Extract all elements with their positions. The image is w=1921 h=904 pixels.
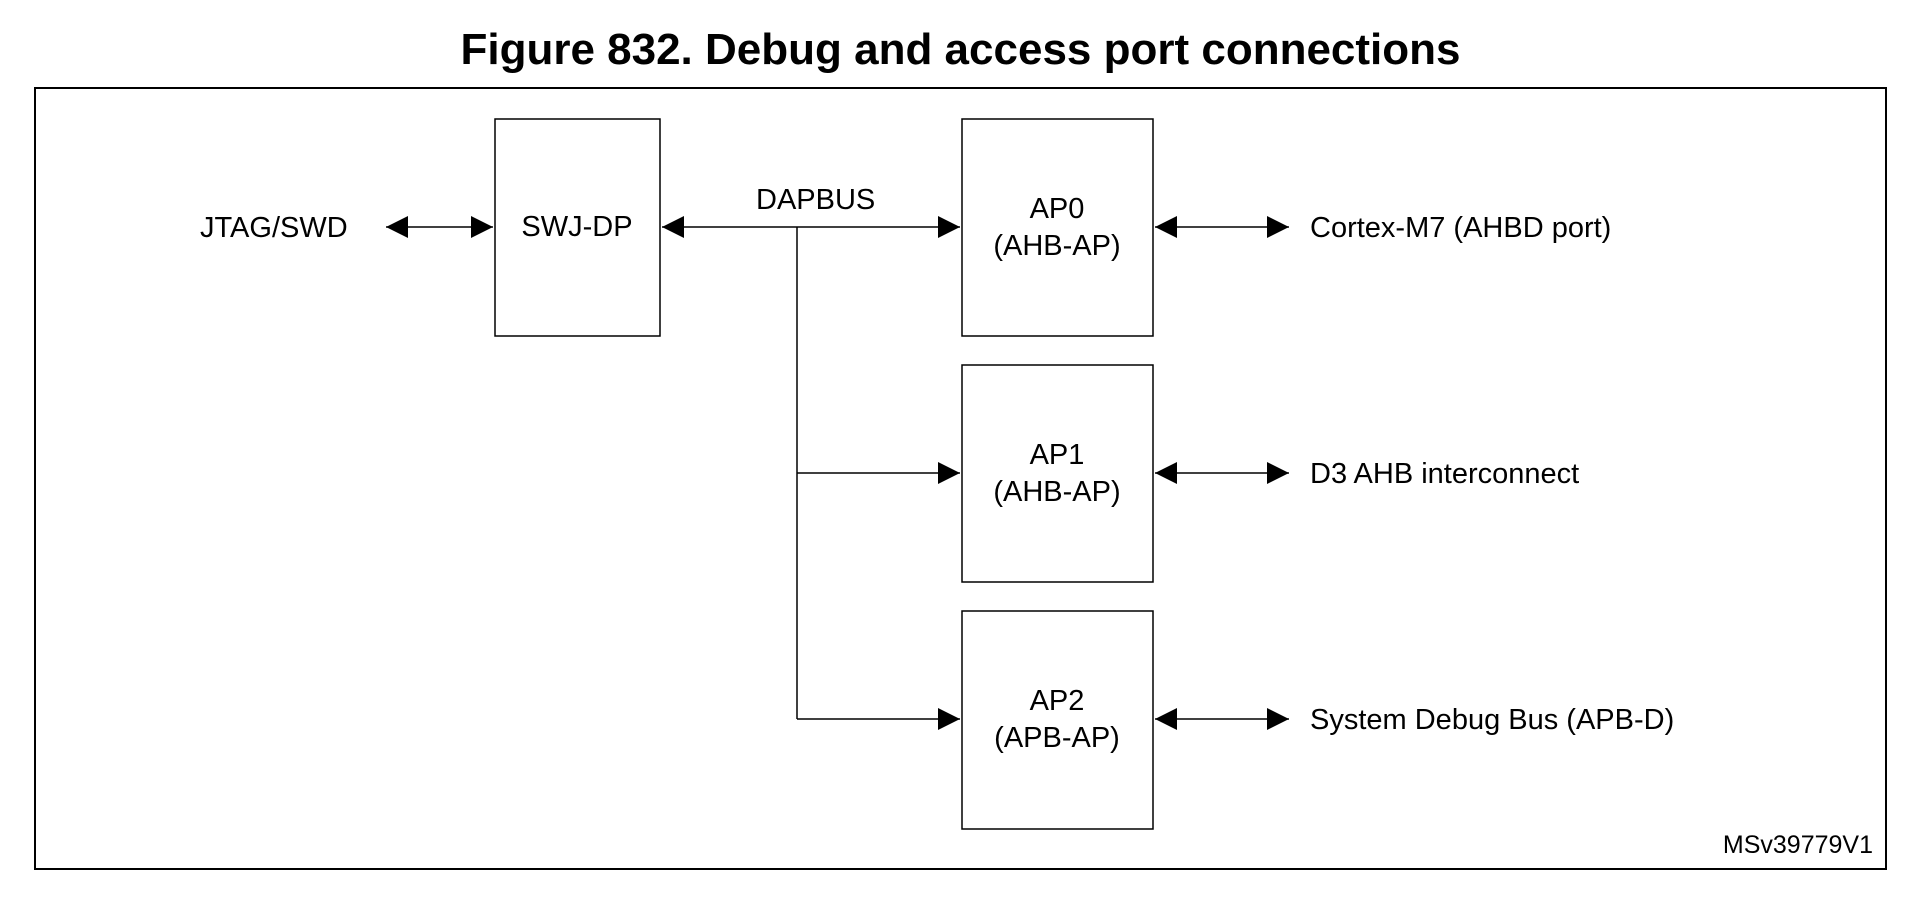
- dapbus-label: DAPBUS: [756, 184, 875, 216]
- ap0-box: [961, 118, 1154, 337]
- ap0-type-label: (AHB-AP): [993, 230, 1120, 262]
- figure-title: Figure 832. Debug and access port connec…: [460, 25, 1461, 74]
- swj-dp-label: SWJ-DP: [521, 211, 632, 243]
- cortex-m7-label: Cortex-M7 (AHBD port): [1310, 212, 1611, 244]
- ap1-label: AP1: [1030, 439, 1085, 471]
- ap2-label: AP2: [1030, 685, 1085, 717]
- swj-dp-box: [494, 118, 661, 337]
- diagram-frame: [34, 87, 1887, 870]
- system-debug-bus-label: System Debug Bus (APB-D): [1310, 704, 1674, 736]
- jtag-swd-label: JTAG/SWD: [200, 212, 348, 244]
- ap1-type-label: (AHB-AP): [993, 476, 1120, 508]
- ap0-label: AP0: [1030, 193, 1085, 225]
- ap2-box: [961, 610, 1154, 830]
- figure-code: MSv39779V1: [1723, 831, 1873, 859]
- d3-ahb-label: D3 AHB interconnect: [1310, 458, 1579, 490]
- ap1-box: [961, 364, 1154, 583]
- ap2-type-label: (APB-AP): [994, 722, 1120, 754]
